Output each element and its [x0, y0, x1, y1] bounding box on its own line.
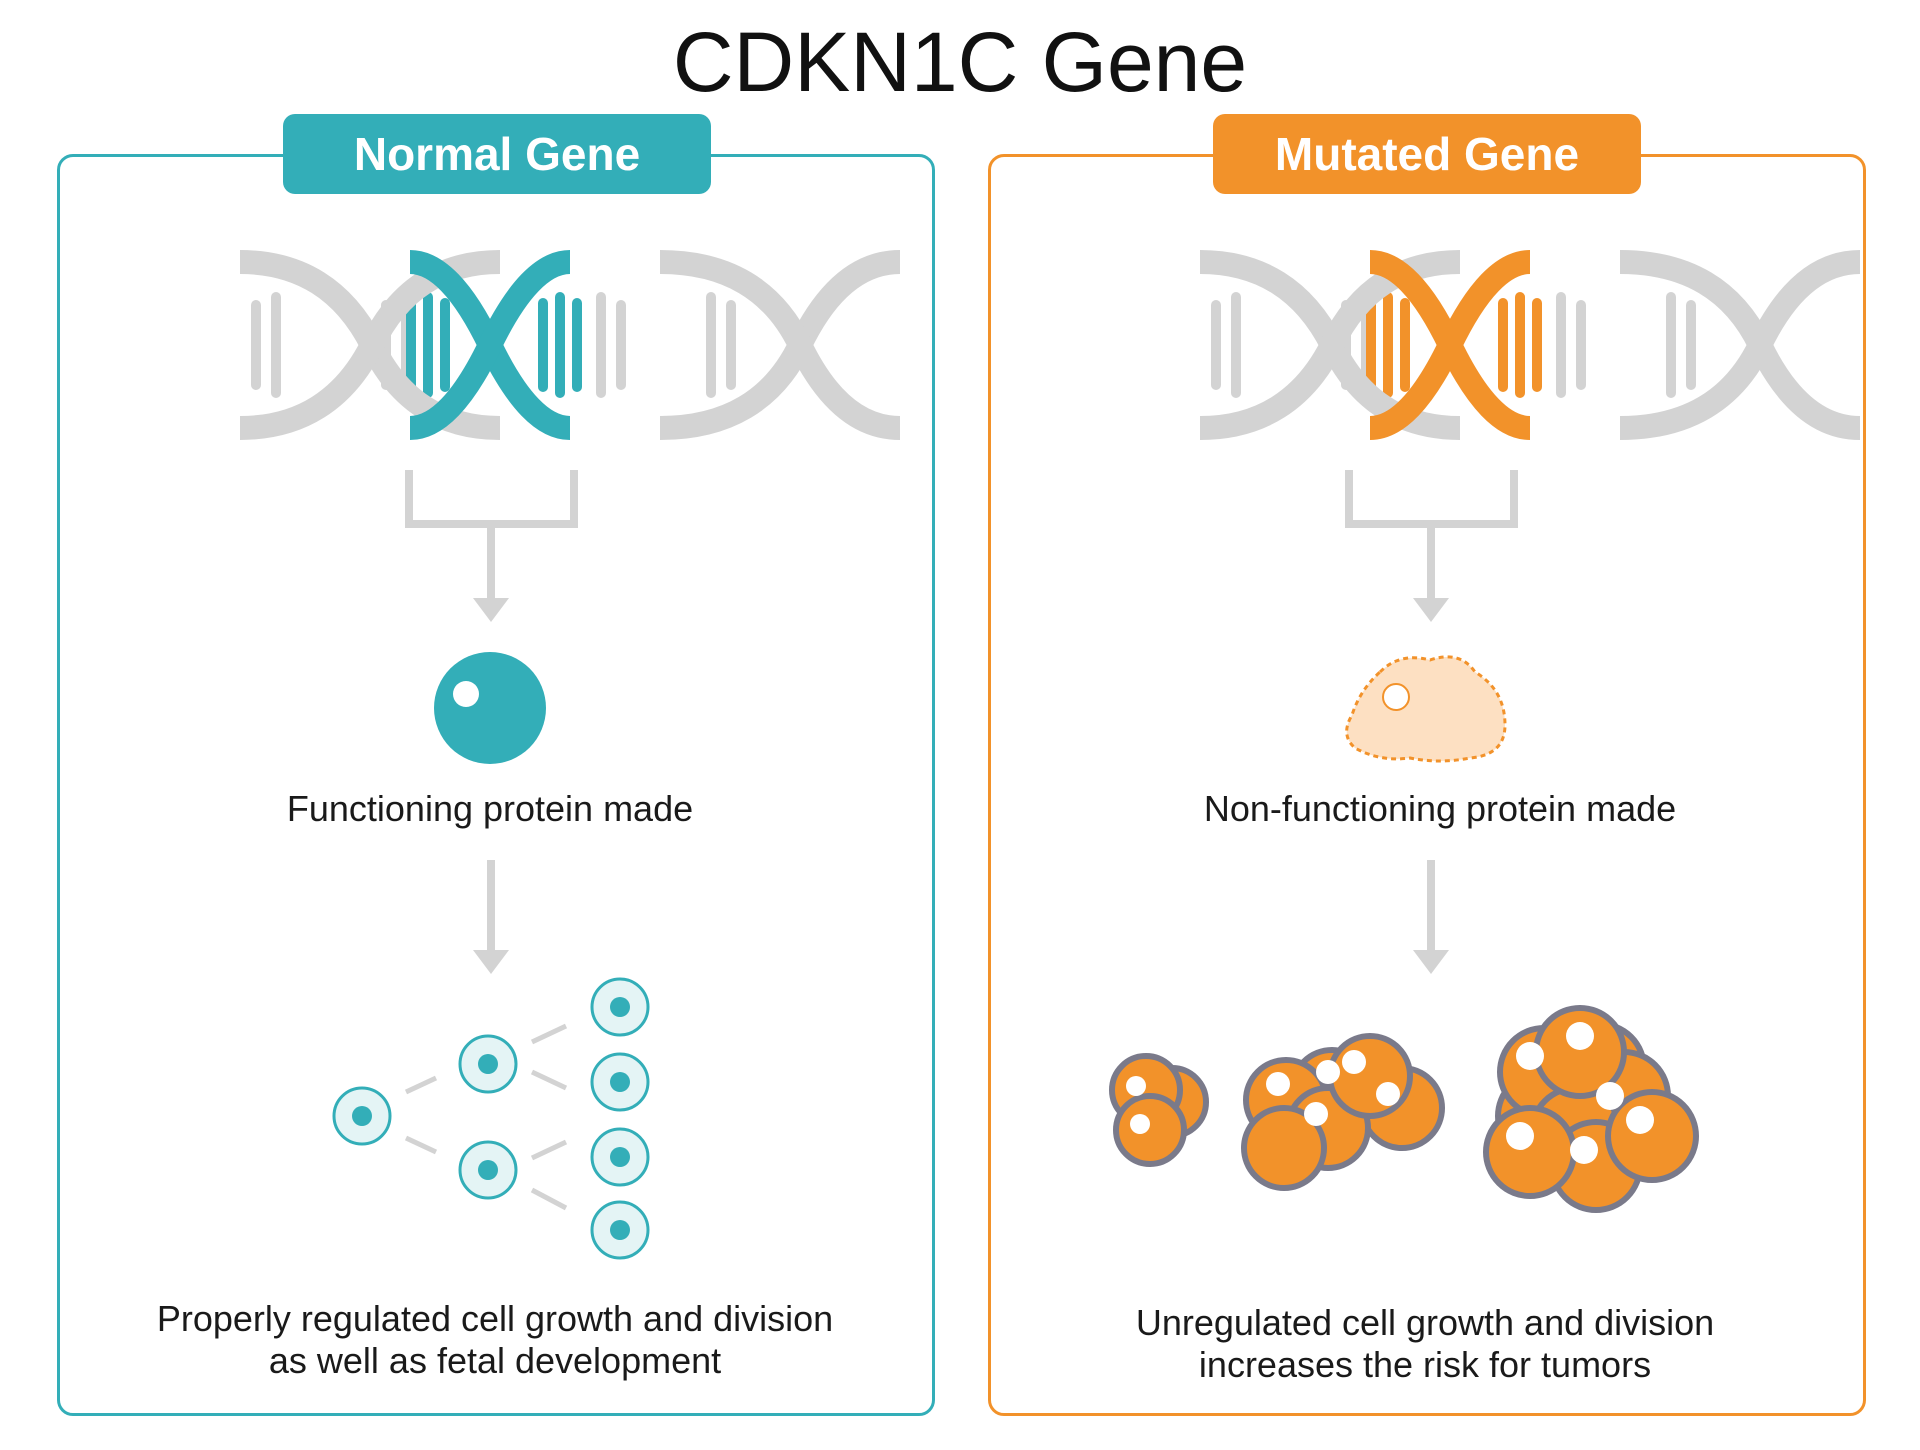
- protein-sphere-icon: [434, 652, 546, 764]
- mutated-protein-label: Non-functioning protein made: [1203, 788, 1677, 829]
- cell-icon: [458, 1034, 518, 1094]
- arrow-head-icon: [1413, 598, 1449, 622]
- small-cluster: [1109, 1053, 1209, 1167]
- dna-helix-icon: [1199, 250, 1861, 440]
- dna-helix-icon: [239, 250, 901, 440]
- mutated-dna-helix-icon: [1199, 250, 1861, 440]
- cell-icon: [458, 1140, 518, 1200]
- cell-icon: [590, 977, 650, 1037]
- tumor-cell-cluster-icon: [1109, 1005, 1699, 1213]
- division-arrows-icon: [404, 1023, 568, 1211]
- misshapen-protein-icon: [1345, 655, 1507, 763]
- mutated-outcome-line-1: Unregulated cell growth and division: [1135, 1302, 1715, 1343]
- normal-protein-label: Functioning protein made: [286, 788, 694, 829]
- page-title: CDKN1C Gene: [672, 15, 1248, 109]
- large-cluster: [1483, 1005, 1699, 1213]
- cell-icon: [590, 1200, 650, 1260]
- mutated-gene-graphics: [1109, 470, 1699, 1213]
- mutated-outcome-line-2: increases the risk for tumors: [1198, 1344, 1652, 1385]
- mutated-gene-heading: Mutated Gene: [1213, 114, 1641, 194]
- arrow-head-icon: [473, 598, 509, 622]
- medium-cluster: [1241, 1033, 1445, 1191]
- dividing-cells-icon: [332, 977, 650, 1260]
- cell-icon: [332, 1086, 392, 1146]
- normal-outcome-line-2: as well as fetal development: [268, 1340, 722, 1381]
- bracket-arrow-icon: [405, 470, 578, 598]
- normal-outcome-line-1: Properly regulated cell growth and divis…: [156, 1298, 834, 1339]
- cell-icon: [590, 1052, 650, 1112]
- normal-dna-helix-icon: [239, 250, 901, 440]
- cell-icon: [590, 1127, 650, 1187]
- normal-gene-graphics: [332, 470, 650, 1260]
- normal-gene-heading: Normal Gene: [283, 114, 711, 194]
- bracket-arrow-icon: [1345, 470, 1518, 598]
